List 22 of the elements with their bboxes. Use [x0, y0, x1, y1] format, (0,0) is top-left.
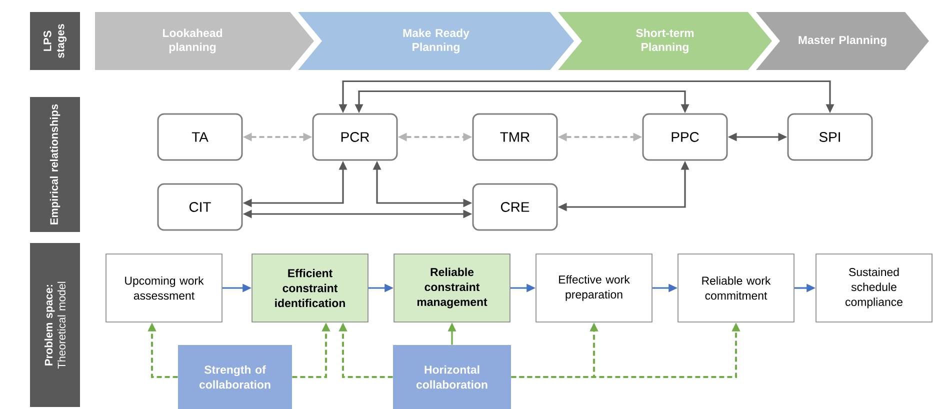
variable-box: TA [157, 113, 243, 161]
variable-box: SPI [787, 113, 873, 161]
process-box: Upcoming work assessment [106, 254, 222, 322]
factor-box: Horizontal collaboration [393, 345, 511, 409]
stage-banner: Make Ready Planning [298, 12, 574, 70]
side-band: LPS stages [30, 12, 80, 70]
process-box: Effective work preparation [536, 254, 652, 322]
variable-box: CIT [157, 183, 243, 231]
stage-banner: Short-term Planning [558, 12, 772, 70]
side-band: Empirical relationships [30, 97, 80, 232]
stage-banner: Lookahead planning [95, 12, 314, 70]
process-box: Reliable work commitment [678, 254, 794, 322]
process-box: Efficient constraint identification [252, 254, 368, 322]
variable-box: PCR [312, 113, 398, 161]
variable-box: CRE [472, 183, 558, 231]
process-box: Reliable constraint management [394, 254, 510, 322]
process-box: Sustained schedule compliance [816, 254, 932, 322]
side-band: Problem space: Theoretical model [30, 243, 80, 407]
variable-box: PPC [642, 113, 728, 161]
stage-banner: Master Planning [756, 12, 929, 70]
variable-box: TMR [472, 113, 558, 161]
factor-box: Strength of collaboration [178, 345, 292, 409]
